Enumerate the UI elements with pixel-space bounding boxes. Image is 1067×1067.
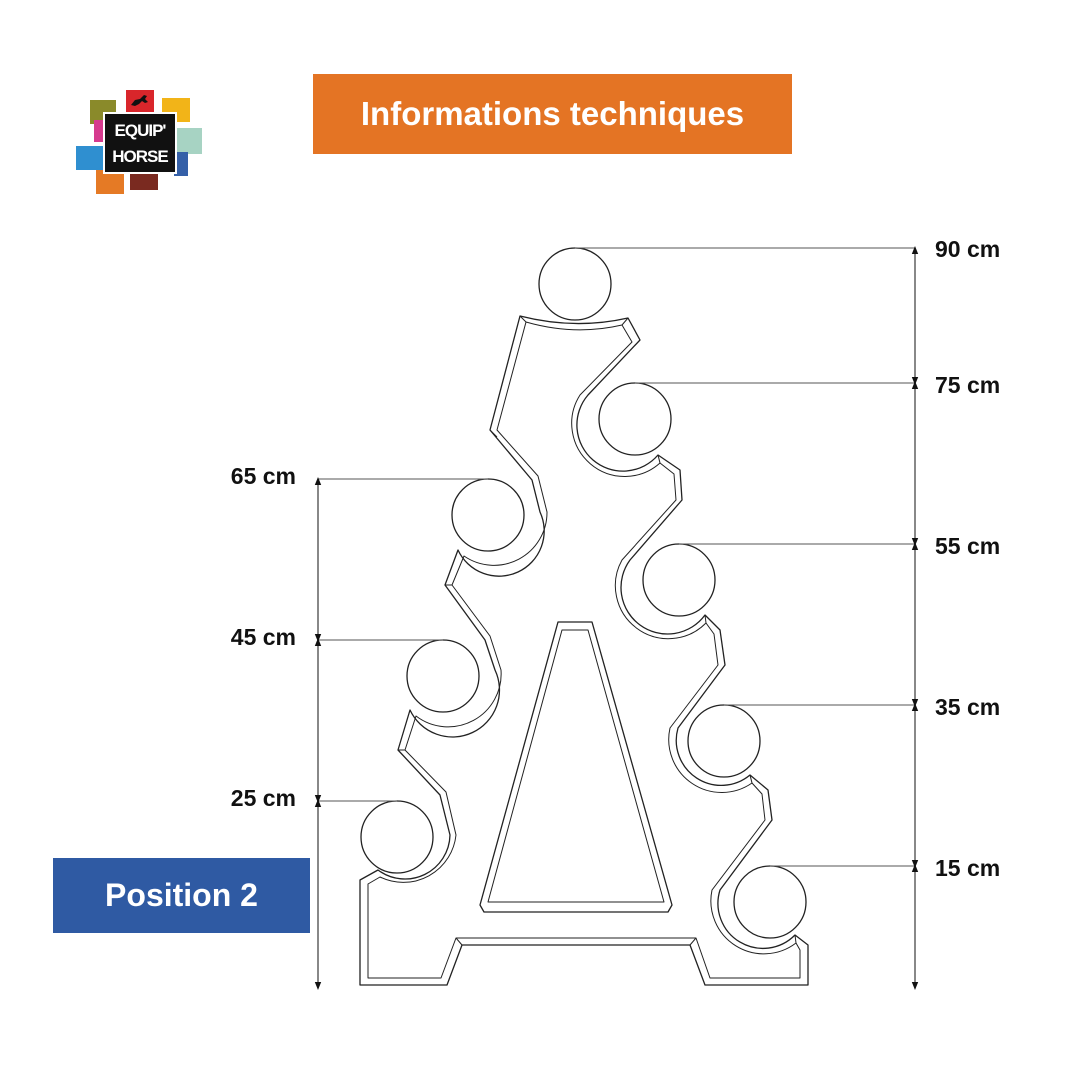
cup-25cm	[360, 800, 434, 874]
inner-triangle	[479, 621, 673, 913]
logo-square-orange	[96, 170, 124, 194]
cup-90cm	[538, 247, 612, 321]
height-label-55: 55 cm	[935, 533, 1001, 559]
height-label-15: 15 cm	[935, 855, 1001, 881]
equip-horse-logo: EQUIP' HORSE	[76, 90, 204, 194]
height-label-25: 25 cm	[230, 785, 296, 811]
logo-square-brown	[130, 174, 158, 190]
height-label-65: 65 cm	[230, 463, 296, 489]
logo-line-1: EQUIP'	[114, 121, 167, 140]
logo-square-mint	[176, 128, 202, 154]
height-label-90: 90 cm	[935, 236, 1001, 262]
position-label: Position 2	[105, 877, 258, 913]
logo-square-navy	[174, 152, 188, 176]
position-banner: Position 2	[53, 858, 310, 933]
height-label-35: 35 cm	[935, 694, 1001, 720]
horse-icon	[131, 95, 148, 106]
stand-outline	[359, 315, 809, 986]
cup-35cm	[687, 704, 761, 778]
logo-square-blue	[76, 146, 106, 170]
height-label-75: 75 cm	[935, 372, 1001, 398]
logo-line-2: HORSE	[112, 147, 168, 166]
cup-positions	[360, 247, 807, 939]
title-banner: Informations techniques	[313, 74, 792, 154]
logo-wordmark: EQUIP' HORSE	[103, 112, 177, 174]
height-label-45: 45 cm	[230, 624, 296, 650]
cup-65cm	[451, 478, 525, 552]
leader-lines	[318, 247, 915, 867]
cup-15cm	[733, 865, 807, 939]
cup-45cm	[406, 639, 480, 713]
cup-75cm	[598, 382, 672, 456]
page-title: Informations techniques	[360, 95, 745, 132]
cup-55cm	[642, 543, 716, 617]
